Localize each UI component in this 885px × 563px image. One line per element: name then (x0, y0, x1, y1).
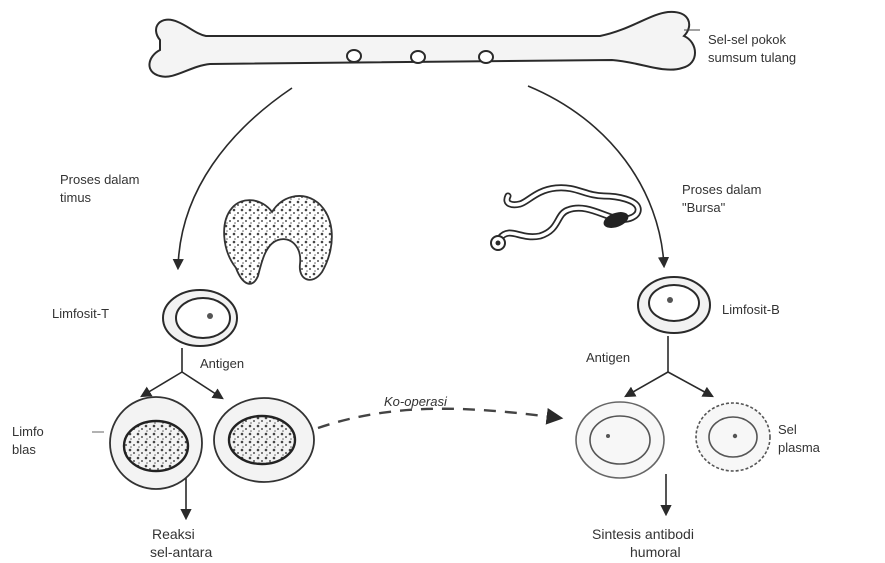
bone-marrow-label-line1: Sel-sel pokok (708, 32, 786, 48)
lymphoblast-cell-1 (110, 397, 202, 489)
cooperation-label: Ko-operasi (384, 394, 447, 410)
plasma-cell-2 (696, 403, 770, 471)
b-lymphocyte-label: Limfosit-B (722, 302, 780, 318)
t-lymphocyte-cell (163, 290, 237, 346)
lymphoblast-label-line1: Limfo (12, 424, 44, 440)
lymphoblast-cell-2 (214, 398, 314, 482)
thymus-process-label-line1: Proses dalam (60, 172, 139, 188)
bursa-process-label-line2: "Bursa" (682, 200, 725, 216)
cooperation-arrow (318, 409, 560, 428)
t-lymphocyte-label: Limfosit-T (52, 306, 109, 322)
plasma-cell-label-line1: Sel (778, 422, 797, 438)
thymus-process-label-line2: timus (60, 190, 91, 206)
bone-icon (149, 12, 700, 77)
antibody-synthesis-label-line2: humoral (630, 544, 681, 561)
cell-reaction-label-line1: Reaksi (152, 526, 195, 543)
plasma-cell-label-line2: plasma (778, 440, 820, 456)
antigen-fork-right (626, 336, 712, 396)
antibody-synthesis-label-line1: Sintesis antibodi (592, 526, 694, 543)
cell-reaction-label-line2: sel-antara (150, 544, 212, 561)
bursa-icon (491, 188, 638, 250)
arrow-to-b-lymphocyte (528, 86, 664, 266)
b-lymphocyte-cell (638, 277, 710, 333)
lymphoblast-label-line2: blas (12, 442, 36, 458)
thymus-icon (224, 196, 332, 284)
antigen-label-right: Antigen (586, 350, 630, 366)
bone-marrow-label-line2: sumsum tulang (708, 50, 796, 66)
antigen-label-left: Antigen (200, 356, 244, 372)
bursa-process-label-line1: Proses dalam (682, 182, 761, 198)
plasma-cell-1 (576, 402, 664, 478)
